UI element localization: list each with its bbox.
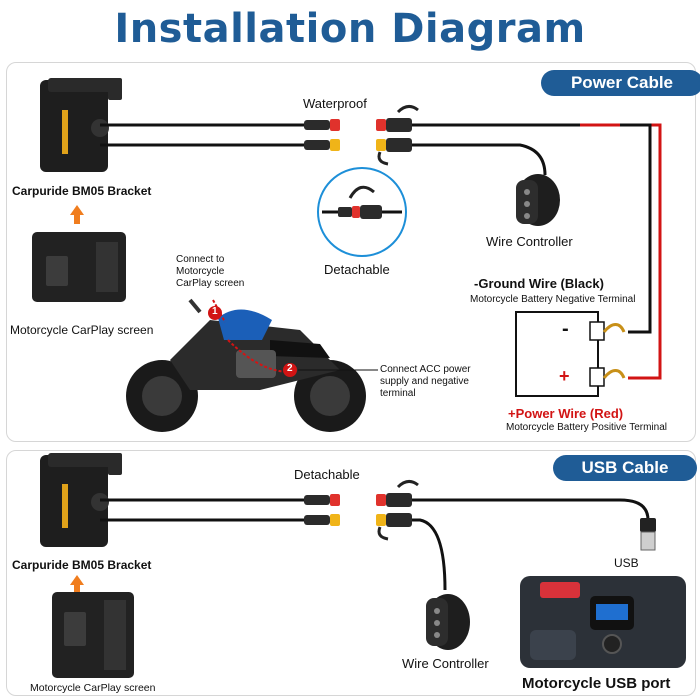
marker-2: 2 — [287, 363, 293, 374]
usb-bracket-label: Carpuride BM05 Bracket — [12, 558, 152, 572]
power-cable-wires — [100, 105, 662, 380]
marker-1: 1 — [212, 306, 218, 317]
usb-detachable-label: Detachable — [294, 467, 360, 482]
connect-screen-label: Connect to Motorcycle CarPlay screen — [176, 254, 245, 289]
usb-port-label: Motorcycle USB port — [522, 675, 671, 692]
detachable-label: Detachable — [324, 262, 390, 277]
minus-sign: - — [562, 318, 569, 340]
bracket-image-usb — [40, 453, 122, 547]
connect-acc-label: Connect ACC power supply and negative te… — [380, 364, 471, 399]
page-title: Installation Diagram — [114, 6, 586, 52]
power-cable-badge: Power Cable — [541, 70, 700, 96]
usb-label: USB — [614, 556, 639, 570]
carplay-screen-image-usb — [52, 592, 134, 678]
ground-wire-sub: Motorcycle Battery Negative Terminal — [470, 294, 636, 305]
screen-label: Motorcycle CarPlay screen — [10, 323, 154, 337]
wire-controller-image-usb — [426, 594, 470, 650]
up-arrow-icon — [70, 205, 84, 224]
up-arrow-icon-usb — [70, 575, 84, 594]
detachable-detail — [317, 167, 407, 257]
wire-controller-image — [516, 174, 560, 226]
usb-cable-badge: USB Cable — [553, 455, 697, 481]
waterproof-label: Waterproof — [303, 96, 367, 111]
bracket-image — [40, 78, 122, 172]
usb-screen-label: Motorcycle CarPlay screen — [30, 682, 156, 694]
carplay-screen-image — [32, 232, 126, 302]
battery-image — [515, 311, 626, 397]
usb-cable-wires — [100, 480, 656, 591]
power-wire-title: +Power Wire (Red) — [508, 406, 624, 421]
usb-wire-controller-label: Wire Controller — [402, 656, 489, 671]
wire-controller-label: Wire Controller — [486, 234, 573, 249]
usb-port-photo — [520, 576, 686, 668]
power-wire-sub: Motorcycle Battery Positive Terminal — [506, 422, 667, 433]
motorcycle-image — [126, 298, 378, 432]
plus-sign: + — [559, 366, 570, 386]
ground-wire-title: -Ground Wire (Black) — [474, 276, 604, 291]
bracket-label: Carpuride BM05 Bracket — [12, 184, 152, 198]
